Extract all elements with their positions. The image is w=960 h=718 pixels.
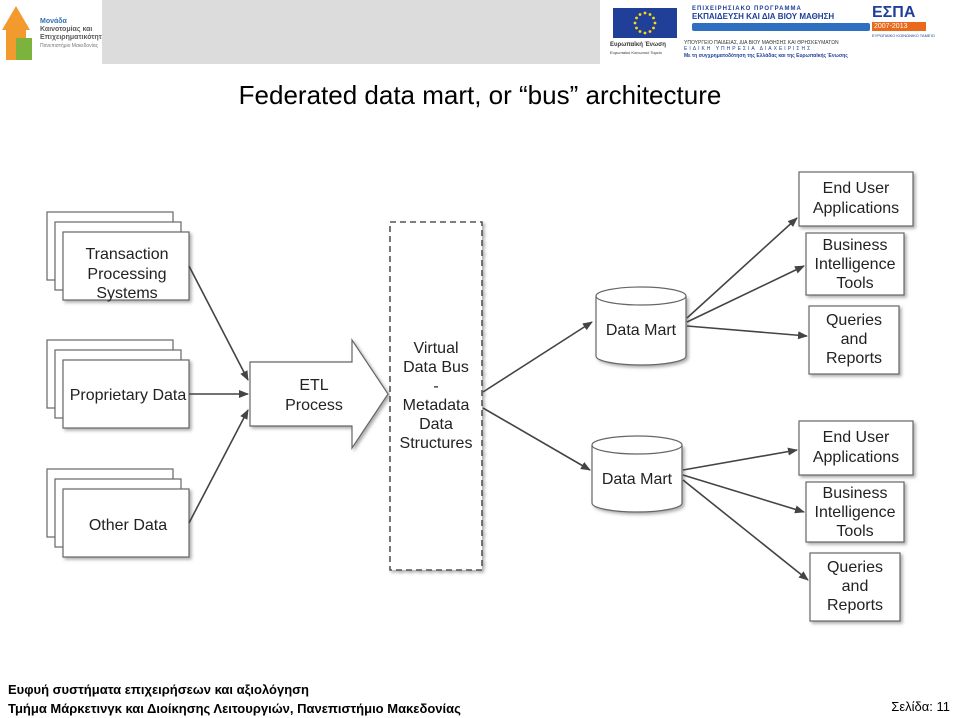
university-logo: Μονάδα Καινοτομίας και Επιχειρηματικότητ…: [0, 0, 110, 64]
eu-flag-icon: [613, 8, 677, 38]
etl-label: ETL: [299, 377, 328, 394]
data-mart-label: Data Mart: [602, 471, 673, 488]
innovation-arrow-icon: [2, 6, 32, 60]
data-mart-cylinder: Data Mart: [591, 435, 683, 513]
output-queries-reports: Queries and Reports: [809, 552, 901, 622]
source-stack-other: Other Data: [46, 468, 190, 558]
data-mart-cylinder: Data Mart: [595, 286, 687, 366]
bus-label: Data Bus: [403, 359, 469, 376]
output-label: Reports: [826, 350, 882, 367]
funding-logos: Ευρωπαϊκή Ένωση Ευρωπαϊκό Κοινωνικό Ταμε…: [600, 0, 960, 64]
connector-arrow: [686, 265, 805, 323]
source-stack-proprietary: Proprietary Data: [46, 339, 190, 429]
output-label: Applications: [813, 449, 899, 466]
source-label: Processing: [87, 266, 166, 283]
espa-logo: ΕΣΠΑ 2007-2013 ΕΥΡΩΠΑΪΚΟ ΚΟΙΝΩΝΙΚΟ ΤΑΜΕΙ…: [872, 4, 935, 38]
ministry-label: ΥΠΟΥΡΓΕΙΟ ΠΑΙΔΕΙΑΣ, ΔΙΑ ΒΙΟΥ ΜΑΘΗΣΗΣ ΚΑΙ…: [684, 40, 839, 52]
connector-arrow: [682, 447, 798, 471]
bus-label: Structures: [400, 435, 473, 452]
footer-course-info: Ευφυή συστήματα επιχειρήσεων και αξιολόγ…: [8, 680, 461, 718]
output-label: Reports: [827, 597, 883, 614]
output-label: and: [842, 578, 869, 595]
bus-label: Data: [419, 416, 453, 433]
unit-name: Μονάδα Καινοτομίας και Επιχειρηματικότητ…: [40, 18, 110, 49]
output-bi-tools: Business Intelligence Tools: [805, 232, 905, 296]
bus-label: Virtual: [413, 340, 458, 357]
program-banner: ΕΠΙΧΕΙΡΗΣΙΑΚΟ ΠΡΟΓΡΑΜΜΑ ΕΚΠΑΙΔΕΥΣΗ ΚΑΙ Δ…: [692, 6, 870, 42]
output-label: Intelligence: [815, 256, 896, 273]
header-banner: Μονάδα Καινοτομίας και Επιχειρηματικότητ…: [0, 0, 960, 66]
output-label: End User: [823, 180, 890, 197]
cofund-label: Με τη συγχρηματοδότηση της Ελλάδας και τ…: [684, 53, 848, 59]
data-mart-label: Data Mart: [606, 322, 677, 339]
etl-label: Process: [285, 397, 343, 414]
connector-arrow: [686, 325, 808, 340]
eu-label: Ευρωπαϊκή Ένωση Ευρωπαϊκό Κοινωνικό Ταμε…: [610, 42, 666, 55]
connector-arrow: [682, 474, 805, 514]
output-label: Queries: [826, 312, 882, 329]
output-end-user-apps: End User Applications: [798, 420, 914, 476]
source-label: Systems: [96, 285, 157, 302]
source-label: Transaction: [86, 246, 169, 263]
bus-label: Metadata: [403, 397, 470, 414]
output-label: Tools: [836, 523, 873, 540]
connector-arrow: [188, 265, 249, 381]
connector-arrow: [188, 409, 249, 524]
output-label: Queries: [827, 559, 883, 576]
source-label: Proprietary Data: [70, 387, 187, 404]
output-label: End User: [823, 429, 890, 446]
output-label: and: [841, 331, 868, 348]
output-bi-tools: Business Intelligence Tools: [805, 481, 905, 543]
source-label: Other Data: [89, 517, 167, 534]
connector-arrow: [482, 407, 591, 471]
etl-process-arrow: ETL Process: [249, 338, 389, 450]
connector-arrow: [482, 321, 593, 393]
output-end-user-apps: End User Applications: [798, 171, 914, 227]
source-stack-transaction: Transaction Processing Systems: [46, 211, 190, 302]
output-queries-reports: Queries and Reports: [808, 305, 900, 375]
connector-arrow: [682, 479, 809, 581]
virtual-data-bus: Virtual Data Bus - Metadata Data Structu…: [389, 221, 483, 571]
output-label: Applications: [813, 200, 899, 217]
slide-title: Federated data mart, or “bus” architectu…: [238, 80, 722, 110]
footer-department: Τμήμα Μάρκετινγκ και Διοίκησης Λειτουργι…: [8, 701, 461, 716]
connector-arrow: [686, 217, 798, 319]
header-band: [102, 0, 600, 64]
output-label: Business: [823, 485, 888, 502]
output-label: Business: [823, 237, 888, 254]
output-label: Tools: [836, 275, 873, 292]
page-number: Σελίδα: 11: [891, 699, 950, 714]
footer-course-title: Ευφυή συστήματα επιχειρήσεων και αξιολόγ…: [8, 682, 309, 697]
bus-label: -: [433, 378, 438, 395]
output-label: Intelligence: [815, 504, 896, 521]
